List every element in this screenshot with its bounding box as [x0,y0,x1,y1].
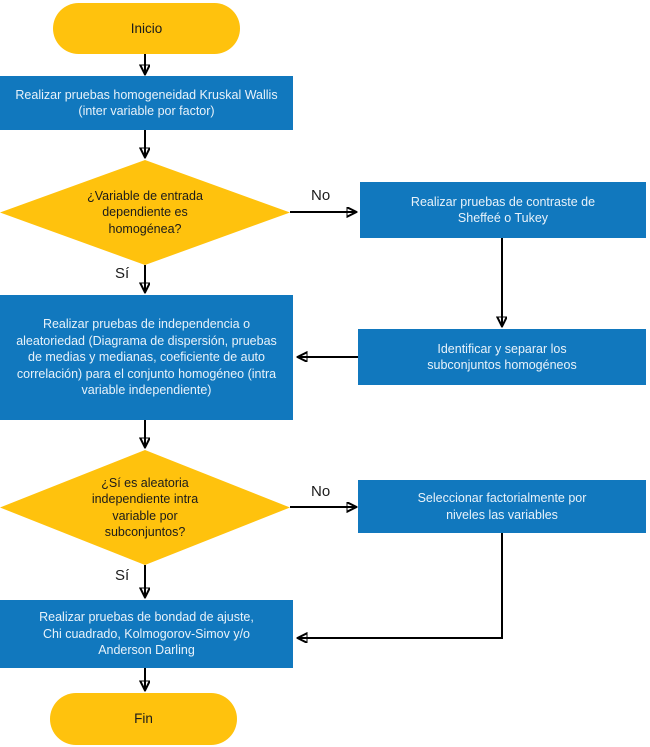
label-si-decision1: Sí [115,265,130,282]
process-seleccionar-factorialmente: Seleccionar factorialmente por niveles l… [358,480,646,533]
decision-variable-homogenea: ¿Variable de entrada dependiente es homo… [0,160,290,265]
label-no-decision2: No [311,483,331,500]
end-node: Fin [50,693,237,745]
decision-aleatoria-independiente: ¿Sí es aleatoria independiente intra var… [0,450,290,565]
label-no-decision1: No [311,187,331,204]
process-independencia-aleatoriedad: Realizar pruebas de independencia o alea… [0,295,293,420]
process-bondad-de-ajuste: Realizar pruebas de bondad de ajuste, Ch… [0,600,293,668]
process-contraste-sheffee-tukey: Realizar pruebas de contraste de Sheffeé… [360,182,646,238]
process-kruskal-wallis: Realizar pruebas homogeneidad Kruskal Wa… [0,76,293,130]
process-identificar-subconjuntos: Identificar y separar los subconjuntos h… [358,329,646,385]
start-node: Inicio [53,3,240,54]
label-si-decision2: Sí [115,567,130,584]
edge-seleccionar-to-bondad [298,533,503,638]
